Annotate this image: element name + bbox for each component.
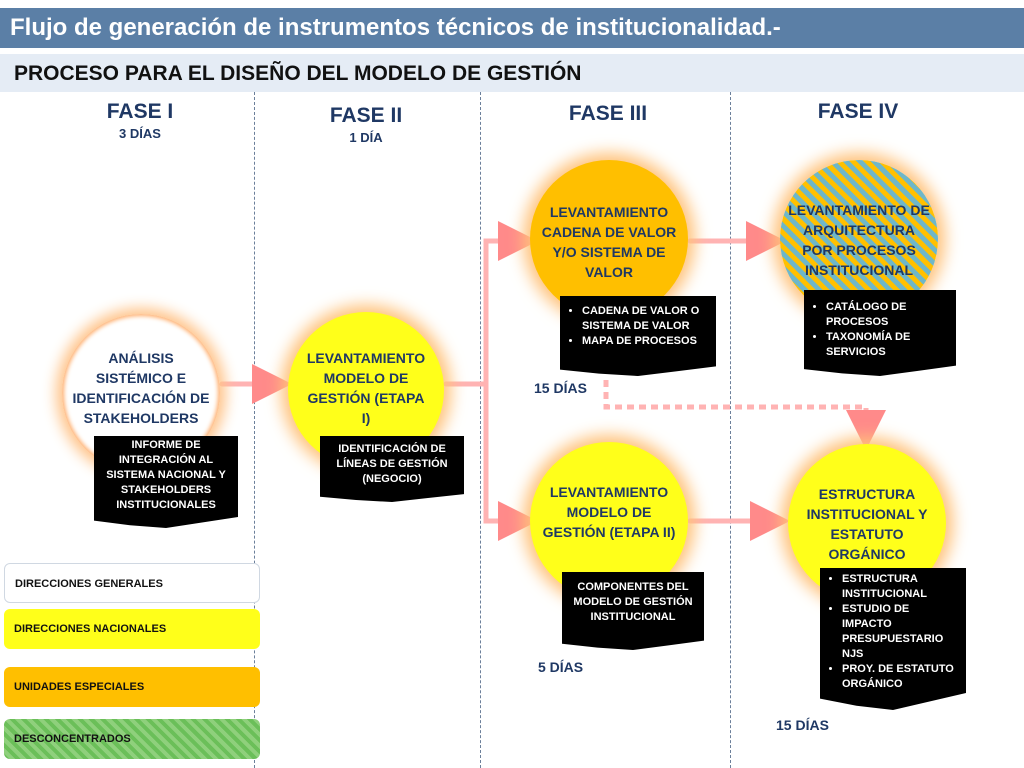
phase-divider-1 <box>254 92 255 768</box>
doc-lineas-gestion: IDENTIFICACIÓN DE LÍNEAS DE GESTIÓN (NEG… <box>320 436 464 502</box>
phase-name: FASE III <box>568 102 648 125</box>
duration-modelo2: 5 DÍAS <box>538 659 584 675</box>
phase-divider-3 <box>730 92 731 768</box>
doc-item: MAPA DE PROCESOS <box>582 334 708 349</box>
phase-name: FASE II <box>329 104 403 127</box>
doc-componentes-modelo: COMPONENTES DEL MODELO DE GESTIÓN INSTIT… <box>562 572 704 650</box>
phase-1-header: FASE I 3 DÍAS <box>80 100 200 141</box>
phase-2-header: FASE II 1 DÍA <box>306 104 426 145</box>
arrow-branch-to-cadena <box>483 221 538 387</box>
arrow-cadena-to-estructura-dashed <box>603 380 886 450</box>
node-label: ESTRUCTURA INSTITUCIONAL Y ESTATUTO ORGÁ… <box>806 486 928 562</box>
doc-item: ESTRUCTURA INSTITUCIONAL <box>842 572 958 602</box>
legend-desconcentrados: DESCONCENTRADOS <box>4 719 260 759</box>
doc-item: TAXONOMÍA DE SERVICIOS <box>826 330 948 360</box>
legend-direcciones-nacionales: DIRECCIONES NACIONALES <box>4 609 260 649</box>
doc-item: CADENA DE VALOR O SISTEMA DE VALOR <box>582 304 708 334</box>
phase-name: FASE I <box>106 100 174 123</box>
legend-label: UNIDADES ESPECIALES <box>14 681 145 693</box>
doc-item: PROY. DE ESTATUTO ORGÁNICO <box>842 662 958 692</box>
phase-days: 1 DÍA <box>349 130 383 145</box>
legend-label: DIRECCIONES GENERALES <box>15 578 163 590</box>
doc-item: CATÁLOGO DE PROCESOS <box>826 300 948 330</box>
slide-title: Flujo de generación de instrumentos técn… <box>0 8 1024 48</box>
doc-text: COMPONENTES DEL MODELO DE GESTIÓN INSTIT… <box>573 581 693 623</box>
phase-days: 3 DÍAS <box>119 126 161 141</box>
phase-name: FASE IV <box>817 100 899 123</box>
doc-catalogo-procesos: CATÁLOGO DE PROCESOS TAXONOMÍA DE SERVIC… <box>804 290 956 376</box>
duration-cadena: 15 DÍAS <box>534 380 587 396</box>
node-label: ANÁLISIS SISTÉMICO E IDENTIFICACIÓN DE S… <box>72 350 210 426</box>
legend-label: DESCONCENTRADOS <box>14 733 131 745</box>
phase-4-header: FASE IV <box>798 100 918 124</box>
node-label: LEVANTAMIENTO MODELO DE GESTIÓN (ETAPA I… <box>542 484 676 540</box>
phase-3-header: FASE III <box>548 102 668 126</box>
doc-informe-integracion: INFORME DE INTEGRACIÓN AL SISTEMA NACION… <box>94 436 238 528</box>
node-label: LEVANTAMIENTO MODELO DE GESTIÓN (ETAPA I… <box>306 350 426 426</box>
doc-text: INFORME DE INTEGRACIÓN AL SISTEMA NACION… <box>106 439 226 511</box>
node-label: LEVANTAMIENTO CADENA DE VALOR Y/O SISTEM… <box>541 204 677 280</box>
arrow-branch-to-modelo2 <box>483 381 538 541</box>
legend-unidades-especiales: UNIDADES ESPECIALES <box>4 667 260 707</box>
node-cadena-de-valor: LEVANTAMIENTO CADENA DE VALOR Y/O SISTEM… <box>530 160 688 318</box>
doc-cadena-valor: CADENA DE VALOR O SISTEMA DE VALOR MAPA … <box>560 296 716 376</box>
doc-item: ESTUDIO DE IMPACTO PRESUPUESTARIO NJS <box>842 602 958 662</box>
doc-text: IDENTIFICACIÓN DE LÍNEAS DE GESTIÓN (NEG… <box>336 443 448 485</box>
duration-estructura: 15 DÍAS <box>776 717 829 733</box>
node-label: LEVANTAMIENTO DE ARQUITECTURA POR PROCES… <box>788 202 930 278</box>
legend-label: DIRECCIONES NACIONALES <box>14 623 167 635</box>
phase-divider-2 <box>480 92 481 768</box>
legend-direcciones-generales: DIRECCIONES GENERALES <box>4 563 260 603</box>
slide-subtitle: PROCESO PARA EL DISEÑO DEL MODELO DE GES… <box>0 54 1024 92</box>
doc-estructura-estatuto: ESTRUCTURA INSTITUCIONAL ESTUDIO DE IMPA… <box>820 568 966 710</box>
